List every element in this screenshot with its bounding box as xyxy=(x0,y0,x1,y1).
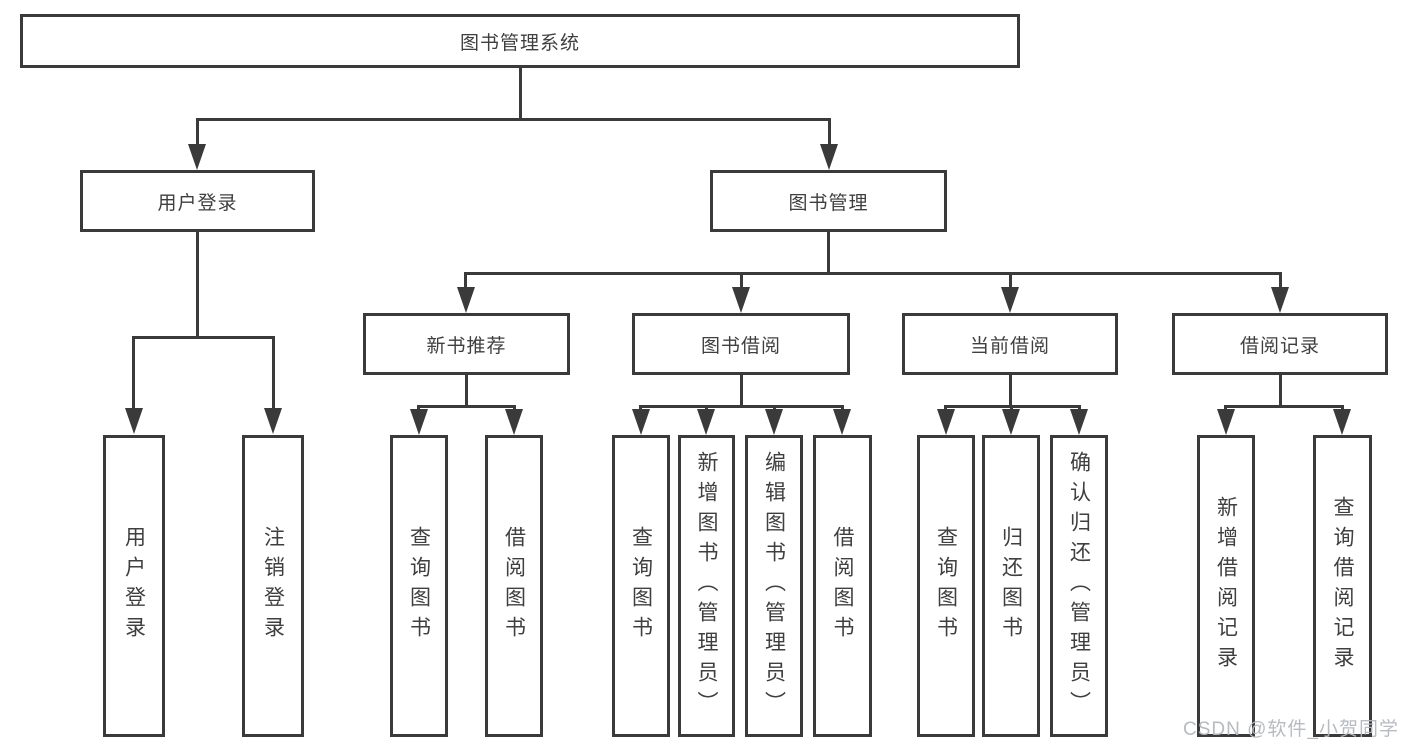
connector-line xyxy=(519,66,522,120)
node-book-borrowing: 图书借阅 xyxy=(632,313,850,375)
connector-line xyxy=(465,373,468,407)
node-label: 图书管理系统 xyxy=(459,32,580,54)
leaf-add-borrow-record: 新增借阅记录 xyxy=(1197,435,1255,737)
leaf-label: 查询借阅记录 xyxy=(1331,496,1354,676)
connector-line xyxy=(828,118,831,146)
node-label: 用户登录 xyxy=(157,192,238,214)
leaf-borrow-books: 借阅图书 xyxy=(813,435,872,737)
connector-line xyxy=(740,373,743,407)
leaf-label: 编辑图书（管理员） xyxy=(762,451,786,721)
watermark: CSDN @软件_小贺同学 xyxy=(1183,719,1399,740)
connector-line xyxy=(464,272,1282,275)
connector-line xyxy=(740,272,743,289)
arrow-down-icon xyxy=(632,409,650,435)
connector-line xyxy=(1279,272,1282,289)
leaf-label: 查询图书 xyxy=(407,526,431,646)
connector-line xyxy=(196,118,199,146)
connector-line xyxy=(1009,272,1012,289)
arrow-down-icon xyxy=(765,409,783,435)
arrow-down-icon xyxy=(833,409,851,435)
arrow-down-icon xyxy=(410,409,428,435)
connector-line xyxy=(132,336,135,410)
leaf-query-books-borrow: 查询图书 xyxy=(612,435,670,737)
connector-line xyxy=(1279,373,1282,407)
node-user-login: 用户登录 xyxy=(80,170,315,232)
arrow-down-icon xyxy=(820,144,838,170)
connector-line xyxy=(639,405,844,408)
node-label: 新书推荐 xyxy=(426,335,507,357)
node-label: 图书管理 xyxy=(788,192,869,214)
leaf-user-login: 用户登录 xyxy=(103,435,165,737)
connector-line xyxy=(196,230,199,338)
leaf-label: 查询图书 xyxy=(934,526,958,646)
leaf-query-borrow-record: 查询借阅记录 xyxy=(1313,435,1372,737)
arrow-down-icon xyxy=(1001,287,1019,313)
leaf-logout: 注销登录 xyxy=(242,435,304,737)
arrow-down-icon xyxy=(1333,409,1351,435)
leaf-edit-book-admin: 编辑图书（管理员） xyxy=(745,435,803,737)
leaf-query-books-current: 查询图书 xyxy=(917,435,975,737)
node-library-system: 图书管理系统 xyxy=(20,14,1020,68)
arrow-down-icon xyxy=(1217,409,1235,435)
leaf-borrow-books-recommend: 借阅图书 xyxy=(485,435,543,737)
arrow-down-icon xyxy=(125,408,143,434)
leaf-label: 借阅图书 xyxy=(502,526,526,646)
node-label: 图书借阅 xyxy=(700,335,781,357)
arrow-down-icon xyxy=(1002,409,1020,435)
connector-line xyxy=(1009,373,1012,407)
arrow-down-icon xyxy=(732,287,750,313)
leaf-label: 查询图书 xyxy=(629,526,653,646)
leaf-label: 用户登录 xyxy=(122,526,146,646)
arrow-down-icon xyxy=(937,409,955,435)
connector-line xyxy=(827,230,830,274)
connector-line xyxy=(196,118,831,121)
arrow-down-icon xyxy=(188,144,206,170)
node-new-book-recommend: 新书推荐 xyxy=(363,313,570,375)
arrow-down-icon xyxy=(264,408,282,434)
connector-line xyxy=(132,336,275,339)
leaf-label: 新增借阅记录 xyxy=(1214,496,1238,676)
leaf-add-book-admin: 新增图书（管理员） xyxy=(678,435,735,737)
node-book-management: 图书管理 xyxy=(710,170,947,232)
node-current-borrowing: 当前借阅 xyxy=(902,313,1118,375)
connector-line xyxy=(417,405,516,408)
node-label: 借阅记录 xyxy=(1239,335,1320,357)
arrow-down-icon xyxy=(457,287,475,313)
arrow-down-icon xyxy=(1271,287,1289,313)
leaf-query-books-recommend: 查询图书 xyxy=(390,435,448,737)
leaf-label: 注销登录 xyxy=(261,526,285,646)
arrow-down-icon xyxy=(1070,409,1088,435)
leaf-label: 确认归还（管理员） xyxy=(1067,451,1091,721)
connector-line xyxy=(1224,405,1344,408)
leaf-label: 新增图书（管理员） xyxy=(695,451,718,721)
connector-line xyxy=(464,272,467,289)
leaf-label: 归还图书 xyxy=(999,526,1023,646)
leaf-label: 借阅图书 xyxy=(831,526,854,646)
leaf-return-books: 归还图书 xyxy=(982,435,1040,737)
arrow-down-icon xyxy=(505,409,523,435)
leaf-confirm-return-admin: 确认归还（管理员） xyxy=(1050,435,1108,737)
arrow-down-icon xyxy=(697,409,715,435)
node-label: 当前借阅 xyxy=(969,335,1050,357)
connector-line xyxy=(272,336,275,410)
node-borrowing-records: 借阅记录 xyxy=(1172,313,1388,375)
